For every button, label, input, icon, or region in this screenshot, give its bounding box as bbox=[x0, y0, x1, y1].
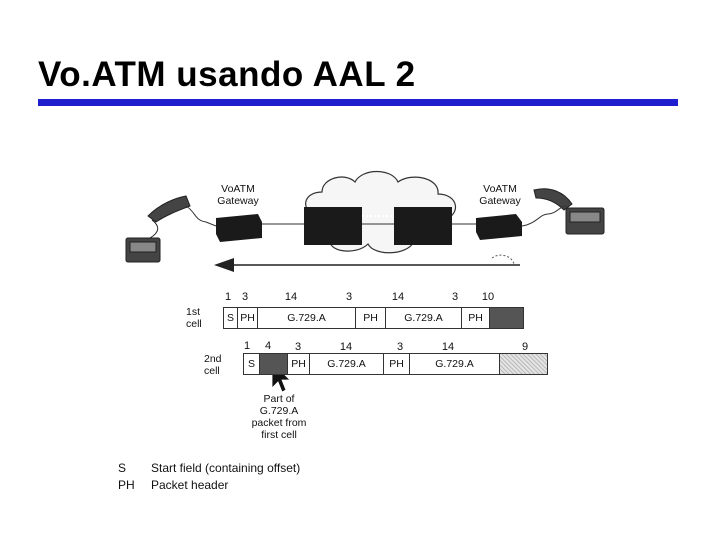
cell1-seg-ph: PH bbox=[462, 308, 490, 328]
cell2-num-3: 3 bbox=[294, 341, 302, 353]
first-cell: S PH G.729.A PH G.729.A PH bbox=[223, 307, 524, 329]
cell1-num-7: 10 bbox=[481, 291, 495, 303]
legend-text-s: Start field (containing offset) bbox=[151, 461, 301, 475]
cell2-num-6: 14 bbox=[441, 341, 455, 353]
cell2-seg-s: S bbox=[244, 354, 260, 374]
cell2-seg-remainder bbox=[500, 354, 547, 374]
legend-text-ph: Packet header bbox=[151, 478, 229, 492]
cell1-num-6: 3 bbox=[451, 291, 459, 303]
telephone-left-icon bbox=[125, 195, 191, 263]
cell2-num-1: 1 bbox=[243, 340, 251, 352]
gateway-left-label: VoATM Gateway bbox=[217, 183, 259, 207]
cell1-seg-remainder bbox=[490, 308, 523, 328]
phone-cord-left bbox=[185, 205, 217, 227]
cell2-seg-ph: PH bbox=[288, 354, 310, 374]
second-cell-label: 2nd cell bbox=[204, 353, 222, 377]
arrow-head bbox=[214, 258, 234, 272]
cell1-seg-payload: G.729.A bbox=[258, 308, 356, 328]
carryover-annotation: Part of G.729.A packet from first cell bbox=[251, 393, 307, 441]
cell1-num-5: 14 bbox=[391, 291, 405, 303]
atm-switch-left bbox=[304, 207, 362, 245]
slide-title: Vo.ATM usando AAL 2 bbox=[38, 55, 416, 94]
cell2-seg-carryover bbox=[260, 354, 288, 374]
cell2-num-7: 9 bbox=[521, 341, 529, 353]
cell1-num-2: 3 bbox=[241, 291, 249, 303]
legend-key-ph: PH bbox=[118, 478, 135, 492]
cell1-seg-s: S bbox=[224, 308, 238, 328]
gateway-left-box bbox=[216, 214, 262, 242]
phone-cord-right bbox=[521, 205, 567, 227]
gateway-right-box bbox=[476, 214, 522, 240]
cell2-seg-ph: PH bbox=[384, 354, 410, 374]
cell2-num-5: 3 bbox=[396, 341, 404, 353]
gateway-right-label: VoATM Gateway bbox=[479, 183, 521, 207]
cell1-seg-ph: PH bbox=[238, 308, 258, 328]
cell2-seg-payload: G.729.A bbox=[410, 354, 500, 374]
cell1-seg-ph: PH bbox=[356, 308, 386, 328]
cell2-seg-payload: G.729.A bbox=[310, 354, 384, 374]
cell1-num-3: 14 bbox=[284, 291, 298, 303]
legend-key-s: S bbox=[118, 461, 127, 475]
second-cell: S PH G.729.A PH G.729.A bbox=[243, 353, 548, 375]
first-cell-label: 1st cell bbox=[186, 306, 202, 330]
telephone-right-icon bbox=[533, 188, 605, 235]
cell1-num-4: 3 bbox=[345, 291, 353, 303]
cell1-seg-payload: G.729.A bbox=[386, 308, 462, 328]
atm-switch-right bbox=[394, 207, 452, 245]
cell1-num-1: 1 bbox=[224, 291, 232, 303]
title-underline bbox=[38, 99, 678, 106]
cell2-num-2: 4 bbox=[264, 340, 272, 352]
cell2-num-4: 14 bbox=[339, 341, 353, 353]
